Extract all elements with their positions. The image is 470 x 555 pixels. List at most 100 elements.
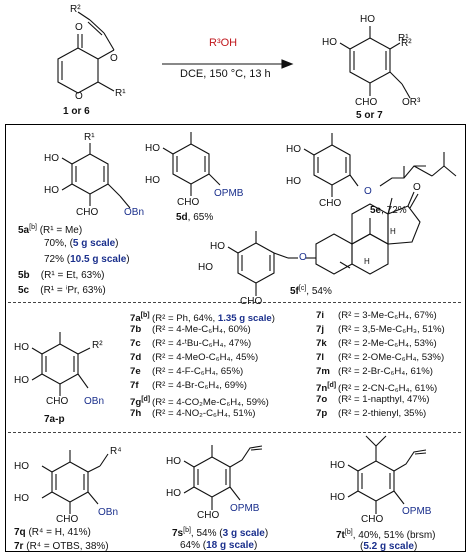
entry-text: (R² = 1-napthyl, 47%) [338, 394, 430, 405]
5a-condition: (R¹ = Me) [39, 225, 83, 236]
5f-ho1: HO [210, 241, 225, 252]
5f-h2: H [364, 257, 370, 266]
entry-id: 7h [130, 408, 142, 419]
5e-ho2: HO [286, 176, 301, 187]
7r-id: 7r [14, 541, 24, 552]
prod-or3: OR³ [402, 97, 421, 108]
entry-id: 7k [316, 338, 327, 349]
entry-7o: 7o (R² = 1-napthyl, 47%) [316, 394, 429, 406]
5f-o: O [299, 252, 307, 263]
7s-ho2: HO [166, 488, 181, 499]
product-structure [339, 26, 411, 99]
entry-text: (R² = 4-MeO-C₆H₄, 45%) [152, 352, 259, 363]
entry-7h: 7h (R² = 4-NO₂-C₆H₄, 51%) [130, 408, 255, 420]
7a-ho2: HO [14, 375, 29, 386]
entry-7j: 7j(R² = 3,5-Me-C₆H₃, 51%) [316, 324, 445, 336]
5f-entry: 5f[c], 54% [290, 283, 332, 298]
7s-note: [b] [183, 527, 191, 534]
5e-entry: 5e, 72% [370, 205, 407, 217]
entry-text: (R² = 4-F-C₆H₄, 65%) [152, 366, 244, 377]
divider-2 [8, 432, 461, 433]
entry-id: 7p [316, 408, 328, 419]
prod-ho-left: HO [322, 37, 337, 48]
entry-7c: 7c(R² = 4-ᵗBu-C₆H₄, 47%) [130, 338, 251, 350]
entry-id: 7a [130, 313, 141, 324]
entry-text: (R² = 4-ᵗBu-C₆H₄, 47%) [152, 338, 252, 349]
7s-yield-1-end: ) [264, 528, 269, 539]
7r-entry: 7r (R⁴ = OTBS, 38%) [14, 541, 109, 553]
entry-text: (R² = Ph, 64%, [152, 313, 218, 324]
7q-ho2: HO [14, 493, 29, 504]
7s-ho1: HO [166, 456, 181, 467]
entry-id: 7o [316, 394, 328, 405]
7t-id: 7t [336, 530, 345, 541]
7q-entry: 7q (R⁴ = H, 41%) [14, 527, 91, 539]
entry-text: (R² = 3-Me-C₆H₄, 67%) [338, 310, 437, 321]
7t-opmb: OPMB [402, 506, 432, 517]
7t-entry: 7t[b], 40%, 51% (brsm) [336, 527, 436, 542]
conditions-label: DCE, 150 °C, 13 h [180, 68, 271, 80]
7t-scale-2: 5.2 g scale [363, 541, 414, 552]
5a-note: [b] [29, 224, 37, 231]
5f-id: 5f [290, 286, 299, 297]
sm-ether-o: O [110, 53, 118, 64]
5e-o: O [364, 186, 372, 197]
5c-id: 5c [18, 285, 30, 296]
entry-text: (R² = 2-OMe-C₆H₄, 53%) [338, 352, 445, 363]
7s-opmb: OPMB [230, 503, 260, 514]
5a-yield-2-end: ) [126, 254, 130, 265]
5f-ketone-o: O [413, 182, 421, 193]
5a-yield-2: 72% (10.5 g scale) [44, 254, 130, 266]
7a-obn: OBn [84, 396, 105, 407]
7q-r4: R⁴ [110, 446, 122, 457]
7a-r2: R² [92, 340, 103, 351]
5d-cho: CHO [177, 197, 200, 208]
5d-ho1: HO [145, 143, 160, 154]
structure-5a [61, 143, 131, 209]
entry-text: (R² = 2-Me-C₆H₄, 53%) [338, 338, 437, 349]
7s-yield-1: , 54% ( [190, 528, 223, 539]
7q-ho1: HO [14, 461, 29, 472]
5a-yield-1: 70%, (5 g scale) [44, 238, 119, 250]
prod-ho-top: HO [360, 14, 375, 25]
5e-yield: , 72% [381, 205, 407, 216]
entry-7a: 7a[b](R² = Ph, 64%, 1.35 g scale) [130, 310, 275, 325]
entry-id: 7g [130, 397, 142, 408]
7q-cho: CHO [56, 514, 79, 525]
5f-h1: H [390, 227, 396, 236]
entry-note: [d] [141, 396, 151, 403]
entry-7g: 7g[d](R² = 4-CO₂Me-C₆H₄, 59%) [130, 394, 269, 409]
entry-7p: 7p (R² = 2-thienyl, 35%) [316, 408, 426, 420]
entry-7b: 7b(R² = 4-Me-C₆H₄, 60%) [130, 324, 251, 336]
results-frame [5, 124, 466, 552]
structure-7s [183, 445, 263, 510]
entry-scale: 1.35 g scale [217, 313, 272, 324]
7t-yield-2: ( [360, 541, 364, 552]
5a-cho: CHO [76, 207, 99, 218]
sm-r2: R² [70, 4, 81, 15]
7t-ho1: HO [330, 460, 345, 471]
entry-text: (R² = 2-thienyl, 35%) [338, 408, 427, 419]
5c-condition: (R¹ = ⁱPr, 63%) [40, 285, 106, 296]
entry-id: 7b [130, 324, 142, 335]
structure-7t [347, 435, 427, 514]
entry-text: (R² = 4-Br-C₆H₄, 69%) [152, 380, 247, 391]
entry-text: (R² = 3,5-Me-C₆H₃, 51%) [338, 324, 445, 335]
5e-ho1: HO [286, 144, 301, 155]
sm-label: 1 or 6 [63, 106, 90, 117]
5b-id: 5b [18, 270, 30, 281]
entry-id: 7n [316, 383, 328, 394]
7a-cho: CHO [46, 396, 69, 407]
5a-obn: OBn [124, 207, 145, 218]
5d-ho2: HO [145, 175, 160, 186]
5a-yield-1-end: ) [115, 238, 119, 249]
entry-text: (R² = 4-NO₂-C₆H₄, 51%) [152, 408, 256, 419]
5a-id: 5a [18, 225, 30, 236]
entry-id: 7e [130, 366, 141, 377]
prod-r1: R¹ [398, 33, 409, 44]
7s-entry: 7s[b], 54% (3 g scale) [172, 525, 268, 540]
5a-ho1: HO [44, 153, 59, 164]
5e-cho: CHO [319, 198, 342, 209]
structure-7a-p [31, 332, 91, 396]
entry-note: [d] [327, 382, 337, 389]
